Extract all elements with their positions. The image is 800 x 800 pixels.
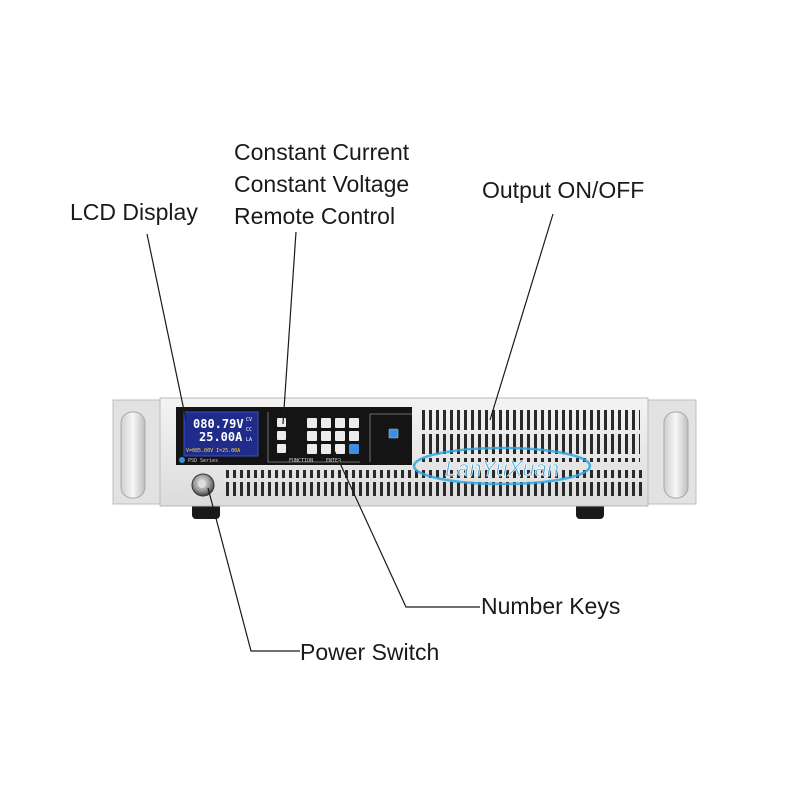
handle-right [663, 411, 689, 499]
series-label: PSD Series [188, 458, 218, 464]
key-3[interactable] [335, 418, 345, 428]
brand-logo-icon [179, 457, 185, 463]
lcd-screen [183, 411, 259, 457]
number-keypad [307, 418, 359, 454]
function-key-remote[interactable] [277, 444, 286, 453]
foot-right [576, 503, 604, 519]
lcd-voltage: 080.79V [193, 417, 244, 431]
key-enter[interactable] [349, 444, 359, 454]
key-4[interactable] [349, 418, 359, 428]
lcd-setpoint: V=085.00V I=25.00A [186, 448, 240, 454]
enter-label: ENTER [326, 458, 342, 464]
function-key-cc[interactable] [277, 418, 286, 427]
watermark-text: LanYuXuan [445, 456, 559, 481]
callout-lcd-display: LCD Display [70, 199, 198, 225]
key-dot[interactable] [335, 444, 345, 454]
lcd-indicator-cc: CC [246, 427, 252, 433]
output-outline [369, 413, 412, 462]
vent-grille-top [420, 406, 640, 462]
key-7[interactable] [335, 431, 345, 441]
keypad-outline [267, 412, 360, 463]
power-switch-center [198, 480, 206, 488]
output-on-off-button[interactable] [388, 428, 399, 439]
key-2[interactable] [321, 418, 331, 428]
callout-number-keys: Number Keys [481, 593, 621, 619]
key-1[interactable] [307, 418, 317, 428]
key-8[interactable] [349, 431, 359, 441]
lcd-indicator-cv: CV [246, 417, 252, 423]
lcd-indicator-la: LA [246, 437, 252, 443]
key-5[interactable] [307, 431, 317, 441]
key-9[interactable] [307, 444, 317, 454]
handle-left [120, 411, 146, 499]
key-0[interactable] [321, 444, 331, 454]
callout-remote-control: Remote Control [234, 203, 396, 229]
lcd-current: 25.00A [199, 430, 243, 444]
key-6[interactable] [321, 431, 331, 441]
callout-constant-current: Constant Current [234, 139, 410, 165]
callout-power-switch: Power Switch [300, 639, 440, 665]
callout-constant-voltage: Constant Voltage [234, 171, 410, 197]
callout-output-on-off: Output ON/OFF [482, 177, 645, 203]
function-label: FUNCTION [289, 458, 313, 464]
function-key-cv[interactable] [277, 431, 286, 440]
